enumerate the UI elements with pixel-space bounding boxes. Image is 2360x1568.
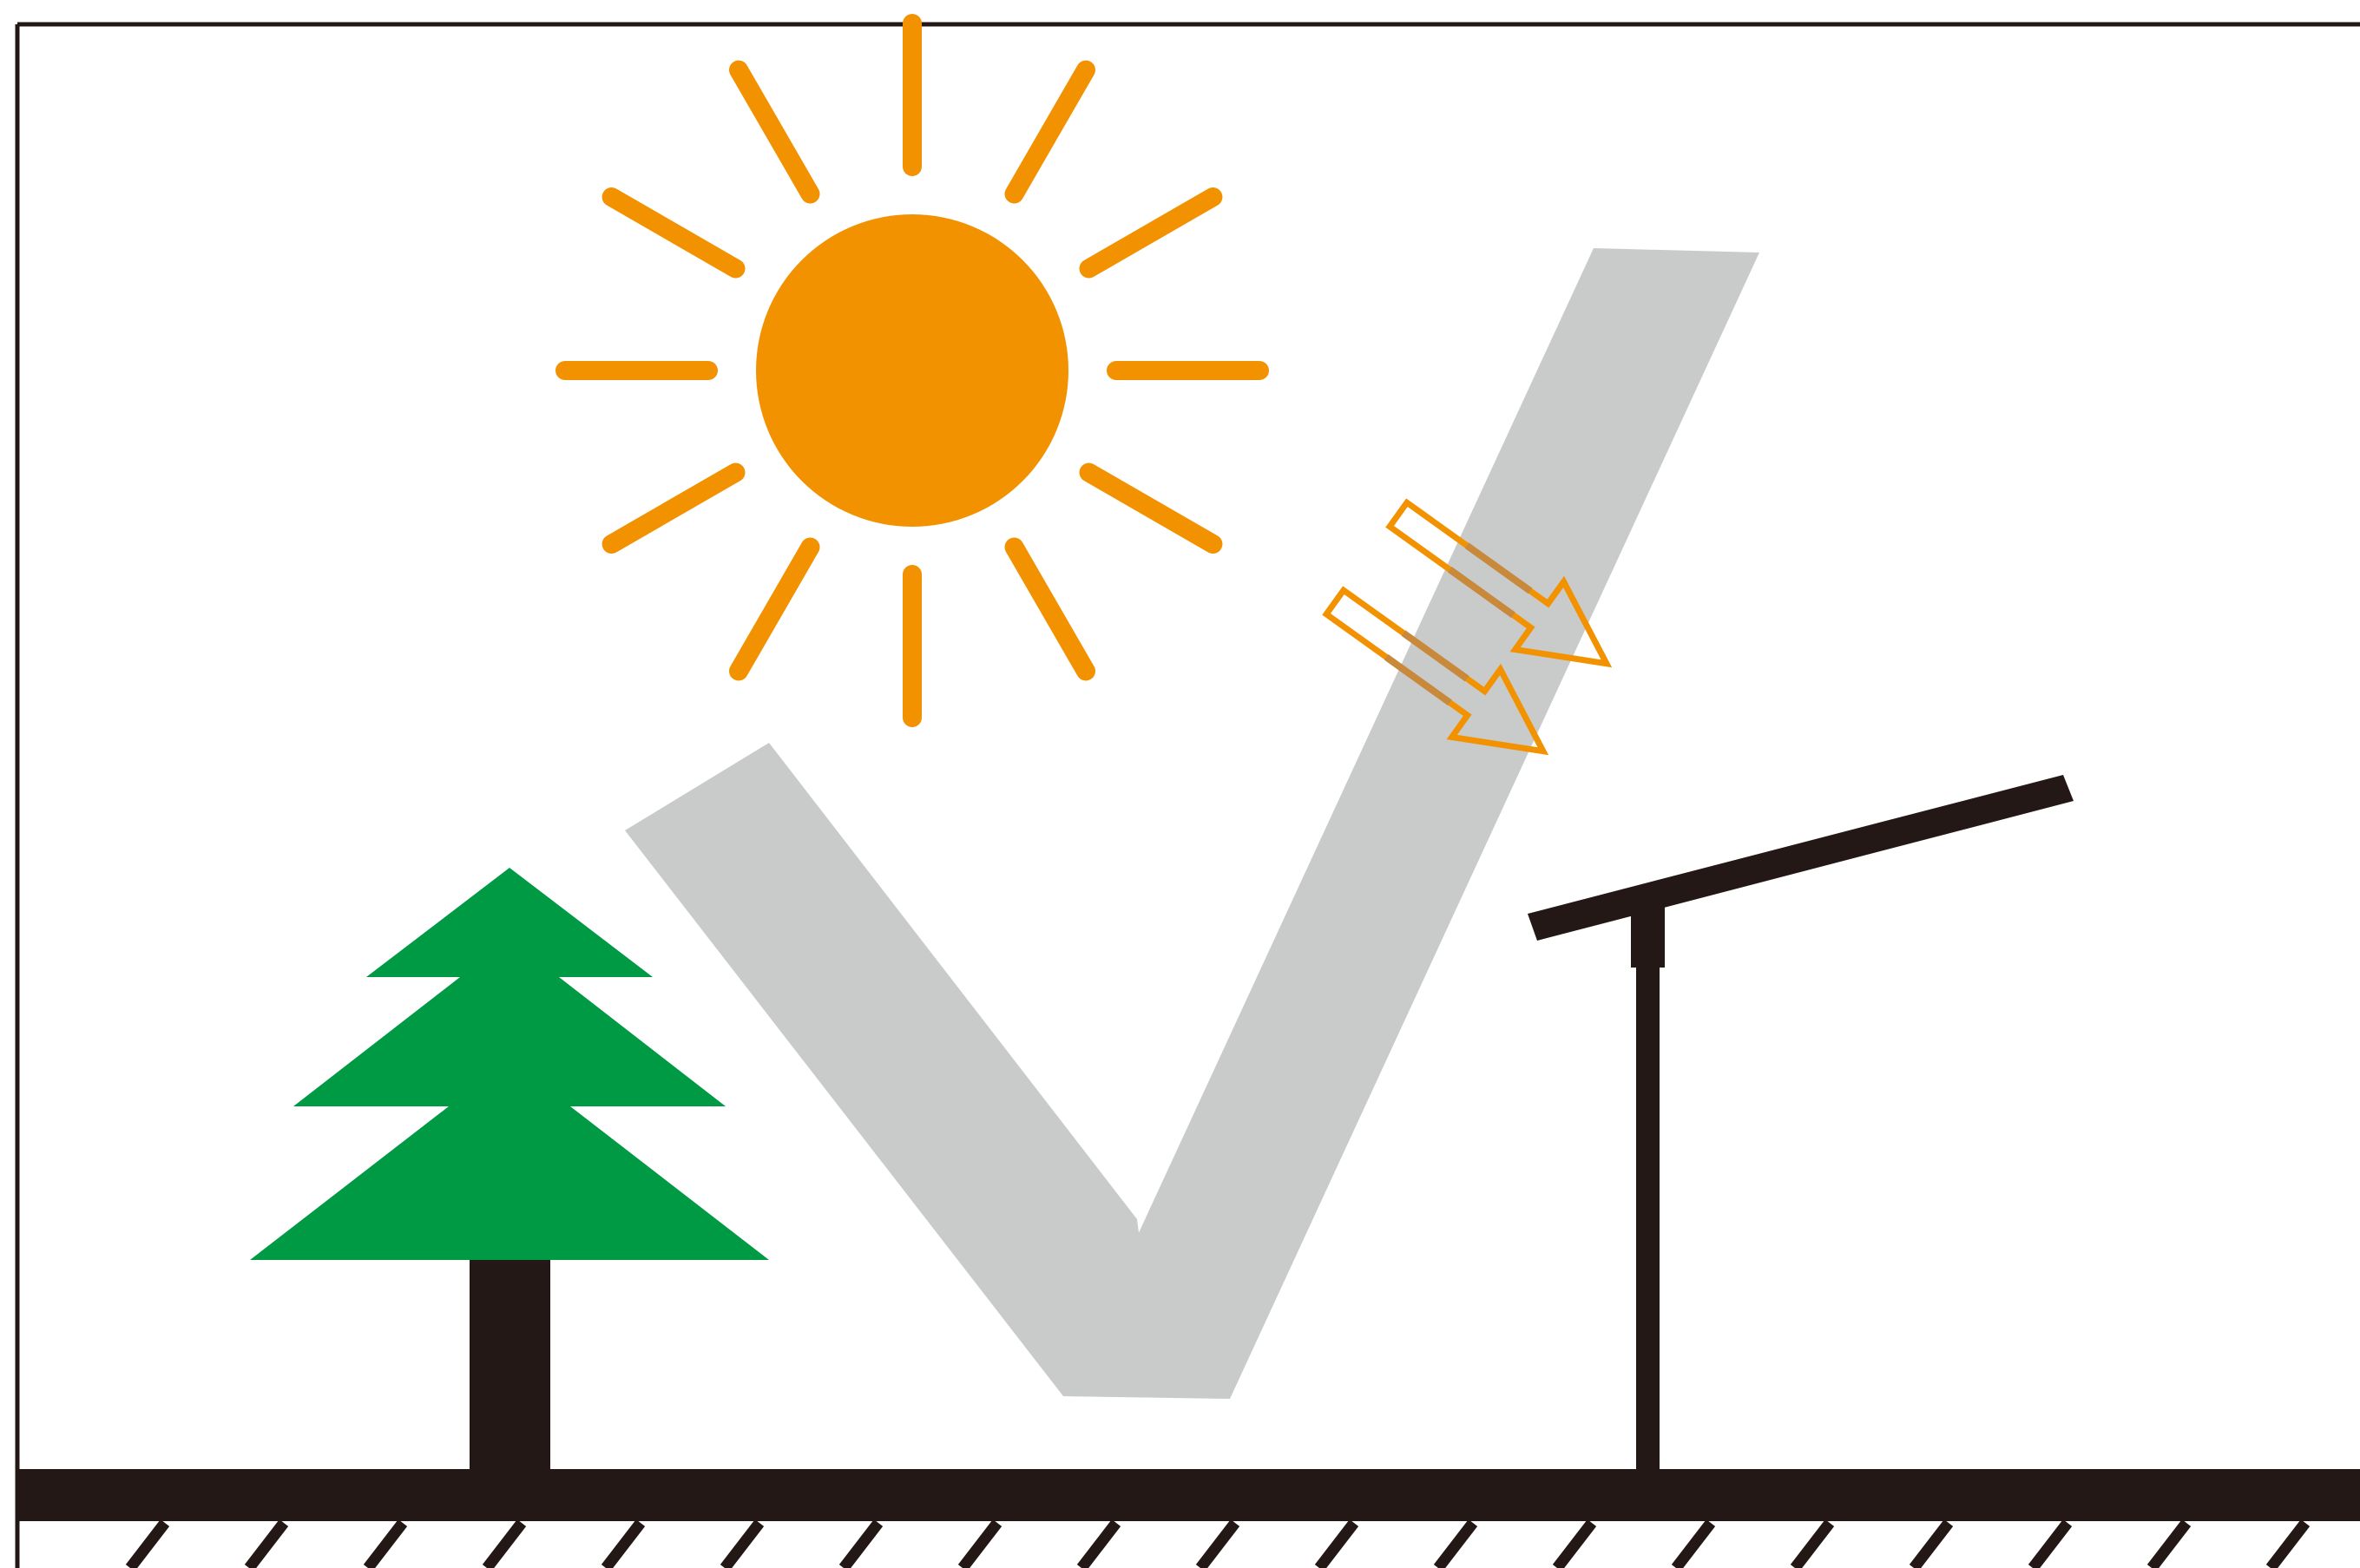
ground-hatch-mark <box>720 1519 765 1568</box>
ground-hatch-mark <box>2028 1519 2073 1568</box>
tree-icon <box>250 868 769 1475</box>
light-arrow-icon <box>1385 498 1613 668</box>
solar-panel-pole <box>1636 963 1660 1475</box>
light-arrow-overlap <box>1447 567 1515 618</box>
sun-ray <box>1079 187 1223 279</box>
tree-foliage <box>250 868 769 1260</box>
ground-hatch-mark <box>1433 1519 1478 1568</box>
light-arrow-overlap <box>1401 630 1469 682</box>
sun-rays <box>555 14 1269 727</box>
light-path-incoming-beam <box>1063 248 1759 1399</box>
ground-hatch-mark <box>363 1519 408 1568</box>
solar-panel-mount <box>1631 907 1665 968</box>
light-path <box>625 248 1759 1399</box>
light-path-reflected-beam <box>625 743 1160 1397</box>
ground-hatch-mark <box>2265 1519 2311 1568</box>
solar-panel-surface <box>1528 775 2074 941</box>
ground-hatch-mark <box>601 1519 646 1568</box>
sun-ray <box>729 537 820 681</box>
sun-disc <box>756 214 1068 527</box>
ground-bar <box>17 1469 2360 1521</box>
ground-hatching <box>125 1519 2311 1568</box>
sun-ray <box>1004 537 1095 681</box>
ground-hatch-mark <box>838 1519 884 1568</box>
solar-panel-icon <box>1528 775 2074 1475</box>
ground-hatch-mark <box>482 1519 527 1568</box>
ground-hatch-mark <box>1314 1519 1359 1568</box>
ground-hatch-mark <box>244 1519 289 1568</box>
sun-ray <box>602 187 746 279</box>
ground-hatch-mark <box>1671 1519 1716 1568</box>
sun-icon <box>555 14 1269 727</box>
ground-hatch-mark <box>1790 1519 1835 1568</box>
sun-ray <box>1004 60 1095 204</box>
sun-ray <box>602 463 746 554</box>
frame <box>15 22 2360 1568</box>
ground-hatch-mark <box>1195 1519 1240 1568</box>
ground-hatch-mark <box>125 1519 170 1568</box>
light-arrows <box>1322 498 1613 756</box>
tree-trunk <box>470 1258 550 1475</box>
ground-hatch-mark <box>1552 1519 1597 1568</box>
light-arrow-overlap <box>1384 654 1452 705</box>
light-arrow-overlap <box>1464 542 1533 594</box>
ground-hatch-mark <box>2146 1519 2192 1568</box>
sun-ray <box>1079 463 1223 554</box>
ground-hatch-mark <box>1076 1519 1121 1568</box>
ground <box>17 1469 2360 1568</box>
sun-ray <box>729 60 820 204</box>
ground-hatch-mark <box>1909 1519 1954 1568</box>
light-arrow-icon <box>1322 586 1549 756</box>
ground-hatch-mark <box>957 1519 1003 1568</box>
